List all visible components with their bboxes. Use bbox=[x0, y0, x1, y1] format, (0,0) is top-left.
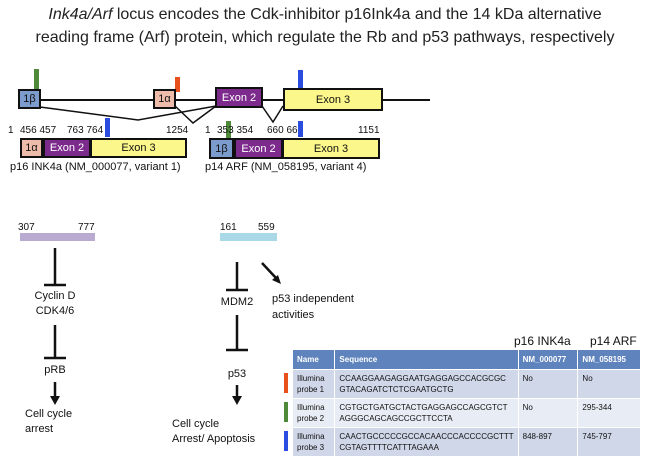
exon-3: Exon 3 bbox=[283, 88, 383, 111]
p16-pos: 763 764 bbox=[67, 125, 104, 136]
splice-line-1b bbox=[39, 105, 217, 121]
p16-exon-1a: 1α bbox=[20, 138, 43, 158]
probe2-marker bbox=[34, 69, 39, 89]
header-p16: NM_000077 bbox=[518, 350, 579, 370]
probe-table: Name Sequence NM_000077 NM_058195 Illumi… bbox=[293, 350, 641, 456]
probe1-color-key bbox=[284, 373, 288, 393]
p16-bar-end: 777 bbox=[78, 222, 95, 233]
arf-bar-end: 559 bbox=[258, 222, 275, 233]
title-text: locus encodes the Cdk-inhibitor p16Ink4a… bbox=[112, 6, 602, 23]
arrowheads bbox=[50, 275, 281, 405]
header-sequence: Sequence bbox=[334, 350, 519, 370]
p14-match: No bbox=[577, 369, 641, 399]
title-line-2: reading frame (Arf) protein, which regul… bbox=[35, 29, 615, 46]
cyclin-d: Cyclin D bbox=[34, 290, 76, 302]
p14-pos: 1 bbox=[205, 125, 211, 136]
splice-line-exon2 bbox=[261, 105, 284, 124]
table-top-header-p16: p16 INK4a bbox=[514, 334, 571, 348]
p16-protein-bar bbox=[20, 233, 95, 241]
p14-pos: 660 66 bbox=[267, 125, 298, 136]
mdm2: MDM2 bbox=[220, 296, 254, 308]
exon-2: Exon 2 bbox=[215, 87, 263, 108]
p16-pos: 456 457 bbox=[20, 125, 57, 136]
title-line-1: Ink4a/Arf locus encodes the Cdk-inhibito… bbox=[0, 6, 650, 24]
p14-label: p14 ARF (NM_058195, variant 4) bbox=[205, 161, 367, 173]
p16-pos: 1 bbox=[8, 125, 14, 136]
p16-bar-start: 307 bbox=[18, 222, 35, 233]
independent-1: p53 independent bbox=[272, 293, 354, 305]
probe3-marker-p14 bbox=[298, 121, 303, 137]
probe1-marker bbox=[175, 77, 180, 92]
table-top-header-p14: p14 ARF bbox=[590, 334, 637, 348]
header-name: Name bbox=[293, 350, 336, 370]
p14-pos: 1151 bbox=[358, 125, 380, 136]
p14-pos: 353 354 bbox=[217, 125, 254, 136]
outcome-right-2: Arrest/ Apoptosis bbox=[172, 433, 256, 445]
splice-line-1a bbox=[174, 105, 217, 124]
inhibition-arrows bbox=[44, 248, 277, 398]
p16-pos: 1254 bbox=[166, 125, 189, 136]
independent-2: activities bbox=[272, 309, 315, 321]
p14-exon-1b: 1β bbox=[209, 138, 234, 159]
probe3-marker-p16 bbox=[105, 118, 110, 137]
exon-1b: 1β bbox=[18, 89, 41, 109]
p16-match: No bbox=[518, 398, 579, 428]
header-p14: NM_058195 bbox=[577, 350, 641, 370]
probe2-marker-p14 bbox=[226, 121, 231, 141]
p14-match: 295-344 bbox=[577, 398, 641, 428]
probe3-color-key bbox=[284, 431, 288, 451]
p16-exon-2: Exon 2 bbox=[43, 138, 91, 158]
p14-exon-2: Exon 2 bbox=[234, 138, 283, 159]
cdk46: CDK4/6 bbox=[35, 305, 75, 317]
probe2-color-key bbox=[284, 402, 288, 422]
exon-1a: 1α bbox=[153, 89, 176, 109]
p14-exon-3: Exon 3 bbox=[282, 138, 380, 159]
p16-match: 848-897 bbox=[518, 427, 579, 456]
outcome-left-2: arrest bbox=[25, 423, 54, 435]
p16-label: p16 INK4a (NM_000077, variant 1) bbox=[10, 161, 181, 173]
p14-match: 745-797 bbox=[577, 427, 641, 456]
title-italic: Ink4a/Arf bbox=[48, 6, 113, 23]
arf-protein-bar bbox=[220, 233, 277, 241]
p16-match: No bbox=[518, 369, 579, 399]
table-header: Name Sequence NM_000077 NM_058195 bbox=[293, 350, 641, 370]
outcome-left-1: Cell cycle bbox=[25, 408, 73, 420]
arf-bar-start: 161 bbox=[220, 222, 237, 233]
prb: pRB bbox=[44, 364, 66, 376]
p53: p53 bbox=[227, 368, 247, 380]
probe3-marker bbox=[298, 70, 303, 88]
outcome-right-1: Cell cycle bbox=[172, 418, 220, 430]
p16-exon-3: Exon 3 bbox=[90, 138, 187, 158]
